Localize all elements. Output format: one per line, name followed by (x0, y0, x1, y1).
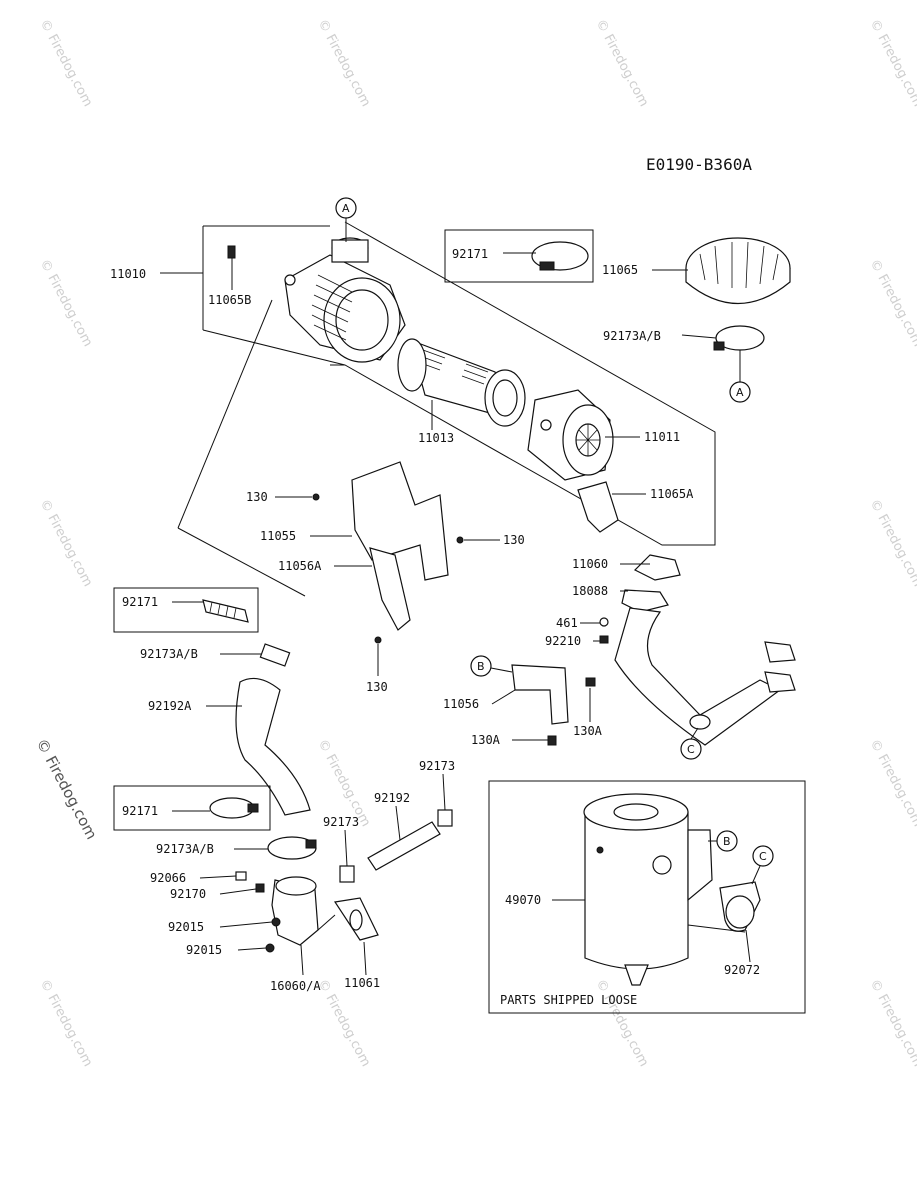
label-18088: 18088 (572, 584, 608, 598)
watermark: © Firedog.com (592, 977, 651, 1069)
label-92072: 92072 (724, 963, 760, 977)
watermark: © Firedog.com (592, 17, 651, 109)
watermark: © Firedog.com (36, 977, 95, 1069)
small-clamp-b (437, 809, 453, 827)
air-cleaner-housing (284, 237, 406, 363)
label-92173-mid: 92173 (323, 815, 359, 829)
label-11065b: 11065B (208, 293, 251, 307)
gasket-hole (349, 909, 363, 931)
label-11055: 11055 (260, 529, 296, 543)
label-461: 461 (556, 616, 578, 630)
clamp-upper (713, 325, 765, 351)
clamp-box-low (113, 785, 271, 831)
muffler (583, 793, 713, 986)
svg-text:C: C (687, 743, 695, 756)
label-11061: 11061 (344, 976, 380, 990)
part-labels: 11010 11065B 92171 11065 92173A/B 11013 … (110, 247, 760, 993)
label-11010: 11010 (110, 267, 146, 281)
box-caption: PARTS SHIPPED LOOSE (500, 993, 637, 1007)
nut-92210 (599, 635, 609, 644)
label-92192: 92192 (374, 791, 410, 805)
parts-shipped-loose-box (488, 780, 806, 1014)
breather-pipe (367, 821, 441, 871)
label-92173-top: 92173 (419, 759, 455, 773)
clamp-screw-low (247, 803, 259, 813)
watermark: © Firedog.com (866, 497, 917, 589)
label-130-right: 130 (503, 533, 525, 547)
watermark: © Firedog.com (866, 257, 917, 349)
label-92171-mid: 92171 (122, 595, 158, 609)
label-130a-left: 130A (471, 733, 501, 747)
bracket-assembly (312, 461, 464, 644)
svg-text:A: A (736, 386, 744, 399)
filter-element (397, 338, 526, 427)
label-11065a: 11065A (650, 487, 694, 501)
air-cleaner-cover (527, 389, 614, 481)
callout-b-muffler: B (708, 830, 738, 852)
callout-c-muffler: C (751, 845, 774, 885)
watermark: © Firedog.com (866, 17, 917, 109)
label-11013: 11013 (418, 431, 454, 445)
clamp-box-top (444, 229, 594, 283)
label-11065: 11065 (602, 263, 638, 277)
intake-hose (235, 677, 311, 816)
clamp-mid-small (259, 643, 291, 667)
dust-valve (577, 481, 619, 533)
watermark: © Firedog.com (36, 497, 95, 589)
label-92171-top: 92171 (452, 247, 488, 261)
callout-a-top: A (335, 197, 357, 242)
label-130-bottom: 130 (366, 680, 388, 694)
label-11056a: 11056A (278, 559, 322, 573)
label-11056: 11056 (443, 697, 479, 711)
label-92173ab-top: 92173A/B (603, 329, 661, 343)
watermark-layer: © Firedog.com © Firedog.com © Firedog.co… (32, 17, 917, 1069)
svg-text:A: A (342, 202, 350, 215)
watermark: © Firedog.com (36, 17, 95, 109)
watermark: © Firedog.com (314, 17, 373, 109)
rain-cap (685, 237, 791, 305)
label-11060: 11060 (572, 557, 608, 571)
svg-text:B: B (477, 660, 485, 673)
label-16060a: 16060/A (270, 979, 321, 993)
hose-clamp-low (209, 797, 255, 819)
label-92192a: 92192A (148, 699, 192, 713)
fitting-11065b (227, 245, 236, 259)
washer-461 (599, 617, 609, 627)
air-cleaner-assembly-outline (177, 221, 716, 597)
hose-clamp-mid (202, 599, 249, 623)
label-130-top: 130 (246, 490, 268, 504)
label-92170: 92170 (170, 887, 206, 901)
label-92173ab-low: 92173A/B (156, 842, 214, 856)
label-92015-top: 92015 (168, 920, 204, 934)
intake-pipe (235, 871, 319, 953)
watermark: © Firedog.com (314, 977, 373, 1069)
exhaust-pipe (614, 554, 796, 746)
label-92015-bottom: 92015 (186, 943, 222, 957)
clamp-lower-screw (305, 839, 317, 849)
label-49070: 49070 (505, 893, 541, 907)
watermark: © Firedog.com (866, 737, 917, 829)
label-11011: 11011 (644, 430, 680, 444)
callout-a-right: A (729, 350, 751, 403)
small-clamp-a (339, 865, 355, 883)
label-130a-right: 130A (573, 724, 603, 738)
clamp-box-mid (113, 587, 259, 633)
callout-b-bracket: B (470, 655, 513, 677)
clamp-screw (539, 261, 555, 271)
label-92210: 92210 (545, 634, 581, 648)
diagram-code: E0190-B360A (646, 155, 752, 174)
watermark: © Firedog.com (866, 977, 917, 1069)
leader-lines (160, 252, 751, 976)
watermark: © Firedog.com (36, 257, 95, 349)
label-92171-low: 92171 (122, 804, 158, 818)
callout-c-pipe: C (680, 727, 702, 760)
label-92066: 92066 (150, 871, 186, 885)
label-92173ab-mid: 92173A/B (140, 647, 198, 661)
muffler-flange (719, 881, 761, 932)
svg-text:C: C (759, 850, 767, 863)
watermark-side: © Firedog.com (32, 735, 100, 842)
svg-text:B: B (723, 835, 731, 848)
